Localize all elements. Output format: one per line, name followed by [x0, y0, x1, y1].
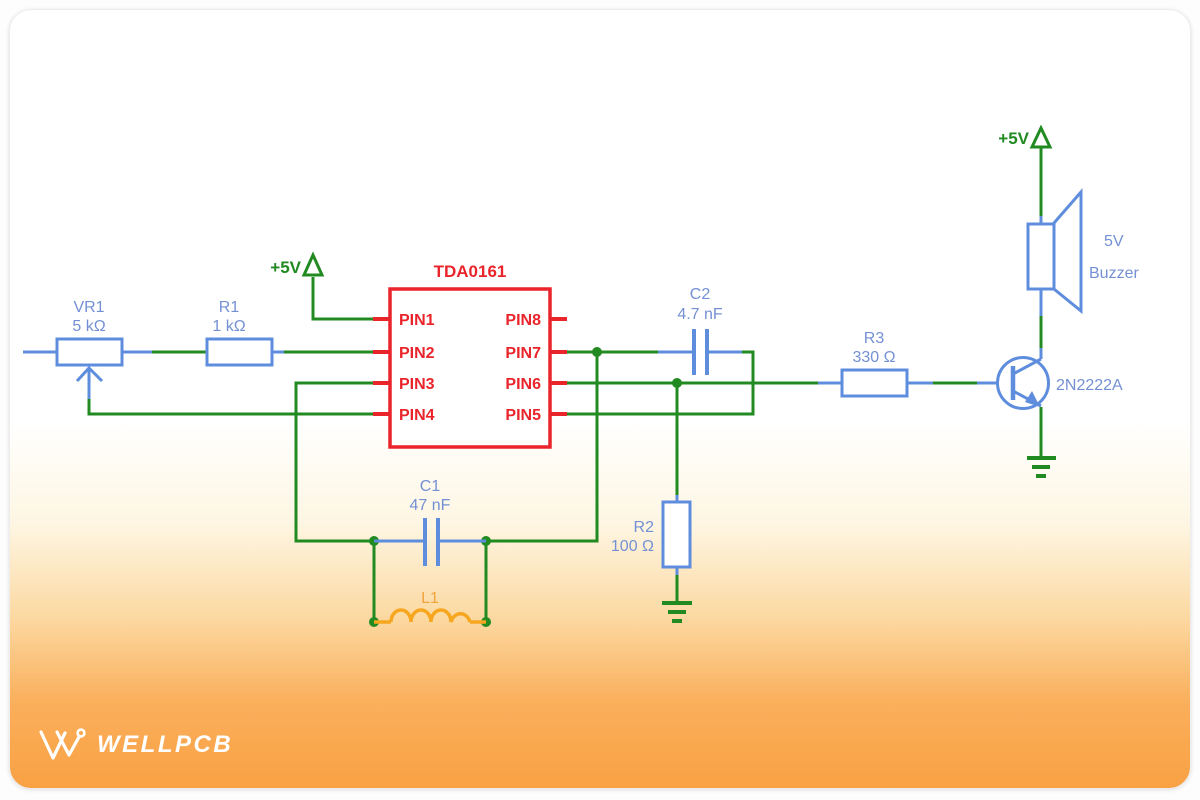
r1-body — [205, 337, 274, 367]
wellpcb-logo: WELLPCB — [39, 728, 233, 760]
logo-dot — [76, 728, 86, 738]
vr1-body — [55, 337, 124, 367]
buzzer: 5V Buzzer — [1026, 187, 1139, 316]
logo-w-stroke — [39, 730, 67, 760]
ic-pin-label: PIN1 — [399, 312, 435, 329]
ic-pin-label: PIN6 — [505, 376, 541, 393]
ic-title: TDA0161 — [434, 262, 507, 281]
q1-collector — [1012, 357, 1042, 376]
wellpcb-logo-text: WELLPCB — [97, 731, 233, 758]
supply-right-label: +5V — [998, 129, 1029, 148]
q1-ref: 2N2222A — [1056, 377, 1123, 394]
logo-w-stroke — [55, 730, 81, 757]
supply-arrow-icon — [301, 251, 325, 277]
buzzer-name: Buzzer — [1089, 265, 1139, 282]
junction-dot — [592, 347, 602, 357]
l1-ref: L1 — [421, 590, 439, 607]
q1-body — [996, 356, 1050, 410]
ic-pin-label: PIN3 — [399, 376, 435, 393]
ic-pin-label: PIN5 — [505, 407, 541, 424]
r1-ref: R1 — [219, 299, 240, 316]
wellpcb-logo-icon — [39, 728, 86, 760]
supply-right: +5V — [998, 124, 1053, 149]
ic-pin-label: PIN2 — [399, 345, 435, 362]
ic-pin-label: PIN7 — [505, 345, 541, 362]
resistor-r2: R2 100 Ω — [611, 495, 692, 623]
supply-left: +5V — [270, 251, 325, 277]
transistor-q1: 2N2222A — [977, 348, 1123, 478]
resistor-r1: R1 1 kΩ — [205, 299, 284, 367]
wire-pin5-c2 — [565, 350, 755, 416]
wires — [87, 147, 1043, 622]
ground-icon — [662, 601, 692, 623]
r3-value: 330 Ω — [852, 349, 895, 366]
capacitor-c2: C2 4.7 nF — [658, 286, 742, 375]
schematic-card — [9, 9, 1191, 789]
junction-dot — [672, 378, 682, 388]
c1-value: 47 nF — [410, 497, 451, 514]
q1-emitter-arrow-icon — [1025, 391, 1040, 407]
r2-body — [661, 500, 692, 569]
ic-pin-label: PIN8 — [505, 312, 541, 329]
wire-supply-pin1 — [311, 277, 373, 321]
buzzer-horn — [1052, 187, 1083, 315]
wire-pin3-c1 — [294, 381, 374, 543]
supply-left-label: +5V — [270, 258, 301, 277]
wire-wiper-to-pin4 — [87, 399, 373, 416]
buzzer-body — [1026, 222, 1056, 291]
r3-ref: R3 — [864, 330, 885, 347]
ic-tda0161: TDA0161 PIN1 PIN2 PIN3 PIN4 PIN8 PIN7 PI… — [373, 262, 567, 449]
ground-icon — [1027, 456, 1056, 478]
vr1-value: 5 kΩ — [72, 318, 105, 335]
r2-ref: R2 — [634, 519, 655, 536]
l1-coil — [389, 608, 472, 623]
c2-value: 4.7 nF — [677, 306, 723, 323]
r2-value: 100 Ω — [611, 538, 654, 555]
ic-pin-label: PIN4 — [399, 407, 435, 424]
r1-value: 1 kΩ — [212, 318, 245, 335]
inductor-l1: L1 — [374, 590, 486, 624]
capacitor-c1: C1 47 nF — [374, 478, 486, 566]
vr1-ref: VR1 — [73, 299, 104, 316]
ic-body — [388, 287, 552, 449]
c1-ref: C1 — [420, 478, 441, 495]
potentiometer-vr1: VR1 5 kΩ — [23, 299, 152, 399]
r3-body — [840, 368, 909, 398]
junction-dots — [369, 347, 682, 627]
vr1-wiper-arrow-icon — [75, 365, 104, 383]
c2-ref: C2 — [690, 286, 711, 303]
supply-arrow-icon — [1029, 124, 1053, 149]
buzzer-rating: 5V — [1104, 233, 1124, 250]
resistor-r3: R3 330 Ω — [818, 330, 933, 398]
